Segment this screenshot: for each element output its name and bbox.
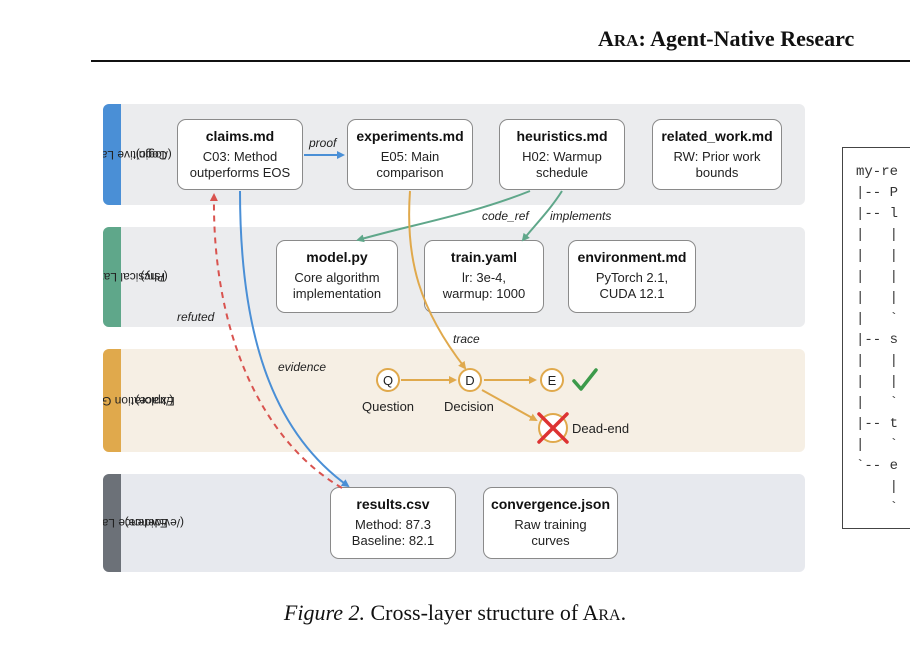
environment-box: environment.md PyTorch 2.1,CUDA 12.1 [568,240,696,313]
refuted-arrow [209,193,343,489]
code-line: | | [856,269,899,285]
code-line: | | [856,248,899,264]
decision-label: Decision [444,399,494,414]
code-line: | | [856,227,899,243]
evidence-label: evidence [278,360,327,374]
code-line: | ` [856,395,899,411]
check-icon [572,368,598,391]
train-box: train.yaml lr: 3e-4,warmup: 1000 [424,240,544,313]
implements-arrow [521,190,563,242]
figure-caption: Figure 2. Cross-layer structure of ARA. [283,600,627,625]
code-line: | ` [856,311,899,327]
d-to-dead-end-arrow [481,389,538,421]
code-line: ` [856,500,899,516]
decision-node: D [458,368,482,392]
code-line: | [856,479,899,495]
code-line: |-- l [856,206,899,222]
code-line: |-- t [856,416,899,432]
code-line: |-- s [856,332,899,348]
proof-label: proof [309,136,337,150]
question-label: Question [362,399,415,414]
cognitive-layer-tab [103,104,121,205]
code-line: | | [856,290,899,306]
experiment-node: E [540,368,564,392]
dead-end-label: Dead-end [572,421,630,436]
code-line: | | [856,353,899,369]
evidence-arrow [239,190,350,488]
trace-label: trace [453,332,480,346]
exploration-graph-band: Exploration Graph(/trace) [103,349,805,452]
code-line: my-re [856,164,899,180]
running-head: ARA: Agent-Native Researc [598,26,855,51]
header-rule [91,60,910,62]
implements-label: implements [550,209,612,223]
refuted-label: refuted [177,310,215,324]
code-line: |-- P [856,185,899,201]
question-node: Q [376,368,400,392]
code-ref-label: code_ref [482,209,529,223]
trace-arrow [408,190,467,370]
code-ref-arrow [356,190,531,243]
physical-layer-tab [103,227,121,327]
directory-listing-panel: my-re |-- P |-- l | | | | | | | | | ` |-… [842,147,910,529]
exploration-graph-tab [103,349,121,452]
code-line: `-- e [856,458,899,474]
code-line: | | [856,374,899,390]
dead-end-icon [537,412,569,444]
evidence-layer-tab [103,474,121,572]
code-line: | ` [856,437,899,453]
